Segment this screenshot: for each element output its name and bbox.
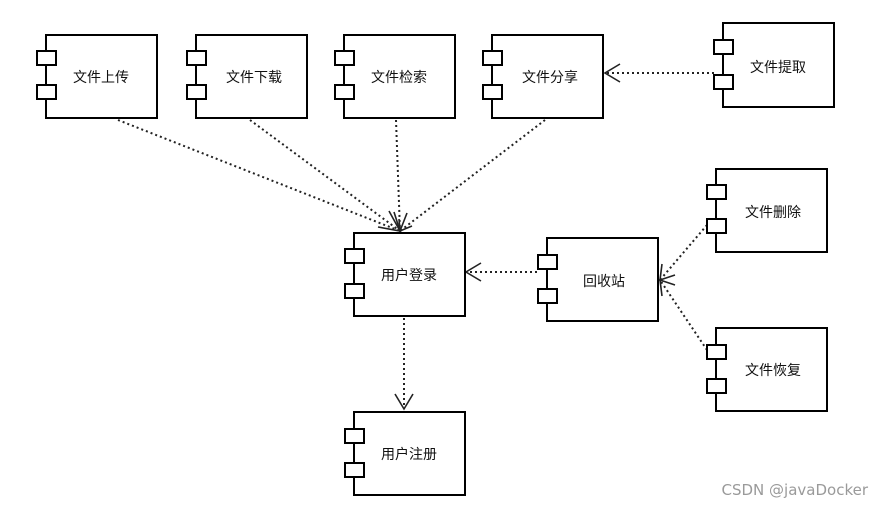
arrowhead-into-login-3 xyxy=(398,218,413,233)
component-delete[interactable]: 文件删除 xyxy=(706,168,828,253)
port-icon xyxy=(706,344,727,360)
port-icon xyxy=(713,74,734,90)
port-icon xyxy=(482,84,503,100)
port-icon xyxy=(537,288,558,304)
port-icon xyxy=(186,50,207,66)
dep-delete-recycle xyxy=(659,224,708,281)
component-login[interactable]: 用户登录 xyxy=(344,232,466,317)
dep-search-login xyxy=(395,119,401,232)
port-icon xyxy=(713,39,734,55)
dep-upload-login xyxy=(117,119,401,232)
dep-restore-recycle xyxy=(659,279,708,351)
arrowhead-into-register xyxy=(394,393,414,411)
component-search[interactable]: 文件检索 xyxy=(334,34,456,119)
port-icon xyxy=(36,50,57,66)
component-label: 用户登录 xyxy=(381,267,437,284)
component-register[interactable]: 用户注册 xyxy=(344,411,466,496)
component-label: 用户注册 xyxy=(381,446,437,463)
component-share[interactable]: 文件分享 xyxy=(482,34,604,119)
arrowhead-into-share xyxy=(603,63,621,83)
component-label: 文件恢复 xyxy=(745,362,801,379)
component-recycle-bin[interactable]: 回收站 xyxy=(537,237,659,322)
component-upload[interactable]: 文件上传 xyxy=(36,34,158,119)
port-icon xyxy=(706,378,727,394)
component-label: 文件下载 xyxy=(226,70,282,86)
port-icon xyxy=(334,84,355,100)
watermark-text: CSDN @javaDocker xyxy=(721,481,868,499)
component-label: 文件删除 xyxy=(745,205,801,221)
component-restore[interactable]: 文件恢复 xyxy=(706,327,828,412)
port-icon xyxy=(344,248,365,264)
component-label: 文件分享 xyxy=(522,69,578,86)
component-download[interactable]: 文件下载 xyxy=(186,34,308,119)
component-label: 回收站 xyxy=(583,274,625,290)
port-icon xyxy=(344,283,365,299)
port-icon xyxy=(706,184,727,200)
port-icon xyxy=(482,50,503,66)
dep-share-login xyxy=(399,119,546,232)
port-icon xyxy=(344,428,365,444)
port-icon xyxy=(344,462,365,478)
dependency-lines xyxy=(117,72,714,409)
dep-download-login xyxy=(249,119,401,232)
component-label: 文件上传 xyxy=(73,70,129,86)
component-label: 文件提取 xyxy=(750,60,806,76)
port-icon xyxy=(186,84,207,100)
arrowhead-into-login-from-recycle xyxy=(464,262,482,282)
component-label: 文件检索 xyxy=(371,69,427,86)
port-icon xyxy=(334,50,355,66)
port-icon xyxy=(36,84,57,100)
component-extract[interactable]: 文件提取 xyxy=(713,22,835,108)
port-icon xyxy=(706,218,727,234)
arrowhead-into-recycle-bottom xyxy=(659,278,676,297)
port-icon xyxy=(537,254,558,270)
